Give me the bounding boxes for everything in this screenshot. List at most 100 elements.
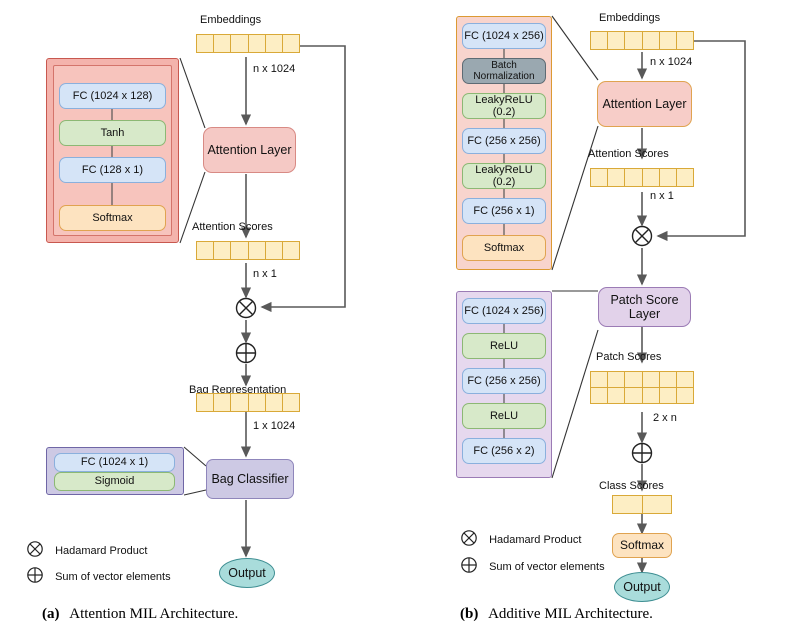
vector-cell (677, 32, 693, 49)
embeddings-label: Embeddings (599, 12, 661, 24)
block-patch-relu-2[interactable]: ReLU (462, 403, 546, 429)
output-node[interactable]: Output (614, 572, 670, 602)
patch-scores-row (591, 372, 693, 388)
grid-cell (660, 388, 677, 403)
patch-scores-row (591, 388, 693, 403)
patch-score-layer-line1: Patch Score (610, 293, 679, 307)
grid-cell (660, 372, 677, 387)
grid-cell (677, 372, 693, 387)
block-tanh[interactable]: Tanh (59, 120, 166, 146)
block-patch-fc-256x2[interactable]: FC (256 x 2) (462, 438, 546, 464)
vector-cell (214, 242, 232, 259)
detail-b-patch-links (503, 324, 505, 438)
panel-attention-mil: FC (1024 x 128) Tanh FC (128 x 1) Softma… (26, 14, 346, 623)
vector-cell (660, 32, 677, 49)
block-leakyrelu-1[interactable]: LeakyReLU (0.2) (462, 93, 546, 119)
softmax-node[interactable]: Softmax (612, 533, 672, 558)
caption-a-text: Attention MIL Architecture. (69, 606, 239, 622)
caption-a: (a) Attention MIL Architecture. (42, 606, 238, 623)
vector-cell (231, 242, 249, 259)
vector-cell (249, 394, 266, 411)
attention-layer-node[interactable]: Attention Layer (597, 81, 692, 127)
block-fc-1024x256[interactable]: FC (1024 x 256) (462, 23, 546, 49)
block-patch-fc-1024x256[interactable]: FC (1024 x 256) (462, 298, 546, 324)
bag-representation-vector (196, 393, 300, 412)
vector-cell (231, 35, 249, 52)
patch-score-layer-line2: Layer (628, 307, 661, 321)
vector-cell (266, 242, 283, 259)
vector-cell (643, 32, 660, 49)
patch-scores-grid (590, 371, 694, 404)
class-scores-vector (612, 495, 672, 514)
grid-cell (643, 372, 660, 387)
vector-cell (266, 394, 283, 411)
grid-cell (625, 388, 643, 403)
vector-cell (625, 169, 643, 186)
embeddings-vector (590, 31, 694, 50)
patch-scores-label: Patch Scores (596, 351, 662, 363)
vector-cell (249, 242, 266, 259)
attention-scores-label: Attention Scores (192, 221, 273, 233)
legend-sum-label: Sum of vector elements (489, 561, 605, 573)
vector-cell (266, 35, 283, 52)
hadamard-product-icon (235, 297, 257, 319)
block-fc-256x1[interactable]: FC (256 x 1) (462, 198, 546, 224)
attention-layer-node[interactable]: Attention Layer (203, 127, 296, 173)
vector-cell (608, 169, 626, 186)
block-patch-relu-1[interactable]: ReLU (462, 333, 546, 359)
grid-cell (643, 388, 660, 403)
legend-hadamard-label: Hadamard Product (55, 545, 148, 557)
block-fc-256x256[interactable]: FC (256 x 256) (462, 128, 546, 154)
bag-classifier-node[interactable]: Bag Classifier (206, 459, 294, 499)
vector-cell (613, 496, 643, 513)
output-node[interactable]: Output (219, 558, 275, 588)
detail-b-internal-links (503, 49, 505, 235)
panel-b-connectors (551, 15, 746, 574)
vector-cell (591, 169, 609, 186)
legend-hadamard: Hadamard Product (26, 540, 147, 558)
block-fc-1024x128[interactable]: FC (1024 x 128) (59, 83, 166, 109)
block-fc-1024x1[interactable]: FC (1024 x 1) (54, 453, 175, 472)
attention-scores-dim-label: n x 1 (253, 268, 277, 280)
block-fc-128x1[interactable]: FC (128 x 1) (59, 157, 166, 183)
patch-score-layer-node[interactable]: Patch Score Layer (598, 287, 691, 327)
block-softmax[interactable]: Softmax (59, 205, 166, 231)
vector-cell (197, 394, 215, 411)
sum-of-vector-elements-icon (27, 567, 43, 583)
legend-sum-label: Sum of vector elements (55, 571, 171, 583)
caption-b: (b) Additive MIL Architecture. (460, 606, 653, 623)
vector-cell (677, 169, 693, 186)
vector-cell (643, 496, 672, 513)
legend-sum: Sum of vector elements (26, 566, 171, 584)
vector-cell (608, 32, 626, 49)
hadamard-product-icon (631, 225, 653, 247)
patch-scores-dim-label: 2 x n (653, 412, 677, 424)
vector-cell (283, 394, 299, 411)
block-softmax-detail[interactable]: Softmax (462, 235, 546, 261)
attention-scores-vector (196, 241, 300, 260)
legend-sum: Sum of vector elements (460, 556, 605, 574)
vector-cell (591, 32, 609, 49)
vector-cell (249, 35, 266, 52)
block-sigmoid[interactable]: Sigmoid (54, 472, 175, 491)
grid-cell (591, 372, 609, 387)
grid-cell (677, 388, 693, 403)
detail-a-internal-links (111, 109, 113, 205)
vector-cell (283, 35, 299, 52)
caption-b-text: Additive MIL Architecture. (488, 606, 653, 622)
attention-scores-label: Attention Scores (588, 148, 669, 160)
grid-cell (608, 372, 626, 387)
embeddings-dim-label: n x 1024 (650, 56, 693, 68)
vector-cell (231, 394, 249, 411)
legend-hadamard-label: Hadamard Product (489, 534, 582, 546)
block-leakyrelu-2[interactable]: LeakyReLU (0.2) (462, 163, 546, 189)
panel-additive-mil: FC (1024 x 256) Batch Normalization Leak… (400, 0, 797, 644)
grid-cell (625, 372, 643, 387)
block-patch-fc-256x256[interactable]: FC (256 x 256) (462, 368, 546, 394)
legend-hadamard: Hadamard Product (460, 529, 581, 547)
grid-cell (591, 388, 609, 403)
sum-of-vector-elements-icon (235, 342, 257, 364)
attention-scores-vector (590, 168, 694, 187)
caption-a-tag: (a) (42, 606, 60, 622)
block-batch-normalization[interactable]: Batch Normalization (462, 58, 546, 84)
